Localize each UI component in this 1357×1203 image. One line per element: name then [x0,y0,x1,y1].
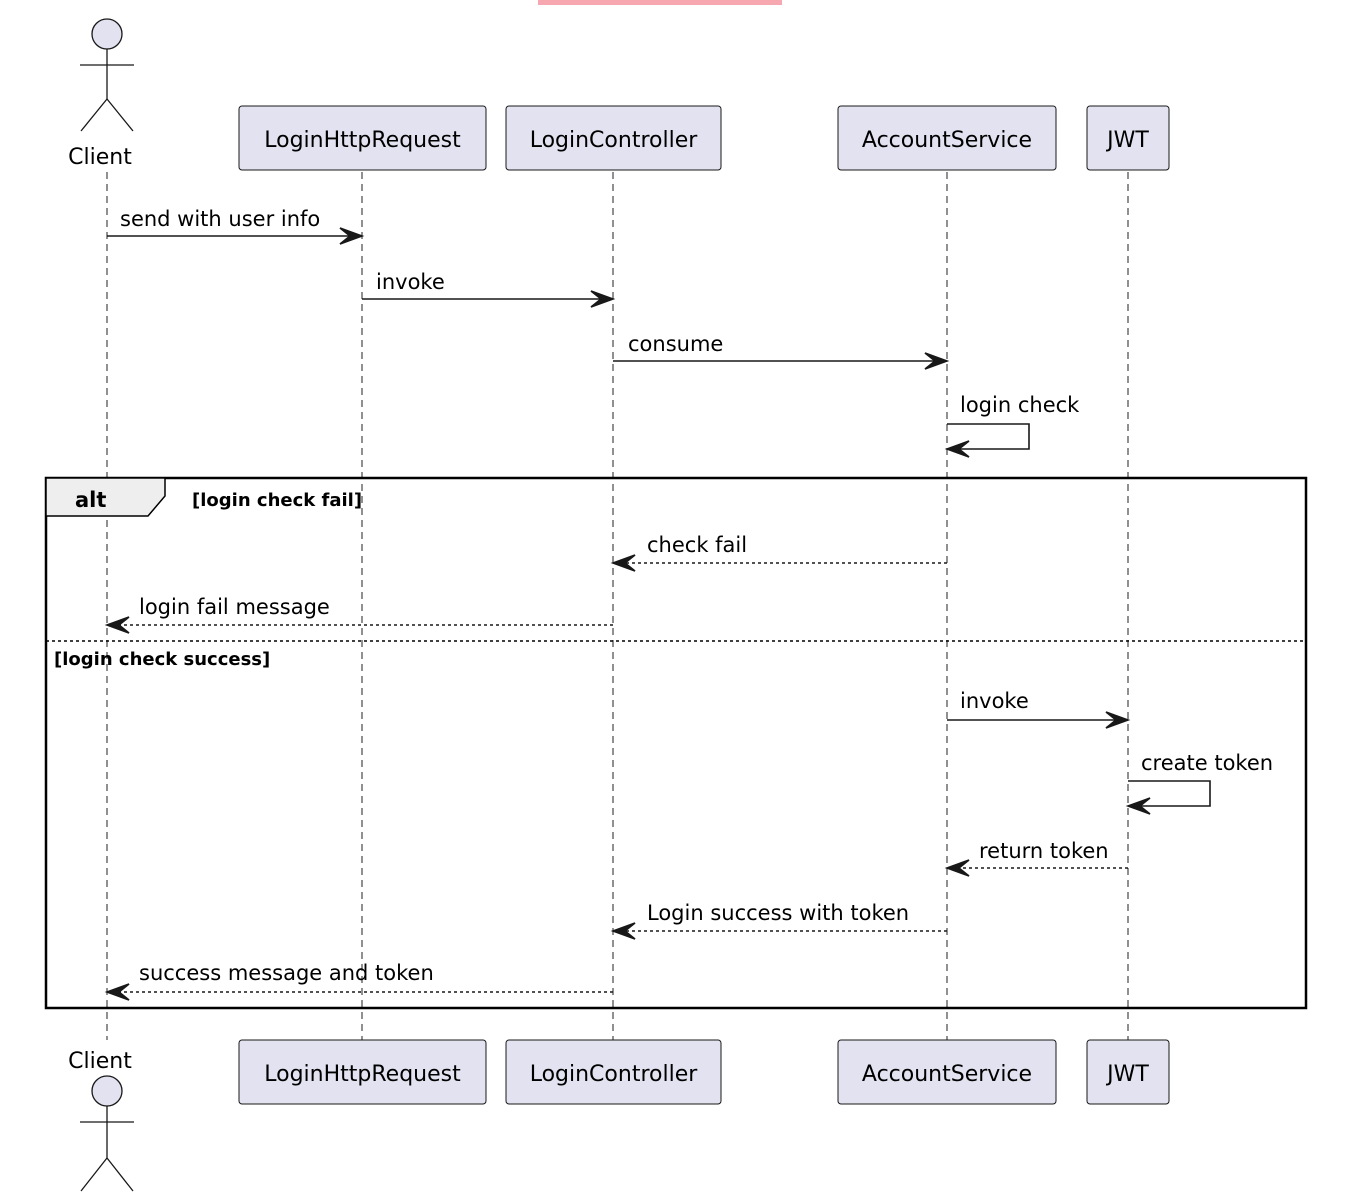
message-login-check: login check [944,393,1080,458]
message-check-fail: check fail [610,533,947,572]
participant-label: LoginHttpRequest [264,128,461,153]
alt-keyword: alt [75,488,106,512]
participant-accountservice-bottom: AccountService [837,1039,1057,1105]
participant-label: AccountService [862,128,1032,153]
participant-label: JWT [1105,1062,1149,1087]
message-label: success message and token [139,961,434,985]
participant-loginhttprequest-top: LoginHttpRequest [238,105,487,171]
message-label: send with user info [120,207,320,231]
message-label: invoke [376,270,445,294]
message-create-token: create token [1125,751,1273,815]
message-send-with-user-info: send with user info [107,207,365,245]
participant-label: JWT [1105,128,1149,153]
participant-client-bottom: Client [68,1049,134,1192]
message-label: Login success with token [647,901,909,925]
participant-label: Client [68,145,132,170]
participant-jwt-bottom: JWT [1086,1039,1170,1105]
message-label: return token [979,839,1109,863]
participant-label: AccountService [862,1062,1032,1087]
top-banner [538,0,782,5]
message-label: consume [628,332,723,356]
participant-logincontroller-top: LoginController [505,105,722,171]
participant-jwt-top: JWT [1086,105,1170,171]
participant-label: LoginController [530,1062,699,1087]
message-label: check fail [647,533,747,557]
participant-label: Client [68,1049,132,1074]
message-label: invoke [960,689,1029,713]
participant-logincontroller-bottom: LoginController [505,1039,722,1105]
participant-label: LoginHttpRequest [264,1062,461,1087]
participant-loginhttprequest-bottom: LoginHttpRequest [238,1039,487,1105]
participant-client-top: Client [68,18,134,170]
message-success-message: success message and token [104,961,613,1001]
message-label: login fail message [139,595,330,619]
participant-label: LoginController [530,128,699,153]
message-invoke-controller: invoke [362,270,616,308]
message-login-success: Login success with token [610,901,947,940]
message-consume: consume [613,332,950,370]
message-label: create token [1141,751,1273,775]
message-return-token: return token [944,839,1128,877]
alt-fragment: alt [login check fail] [login check succ… [44,476,1308,1010]
message-login-fail: login fail message [104,595,613,634]
participant-accountservice-top: AccountService [837,105,1057,171]
alt-guard-fail: [login check fail] [192,490,362,511]
alt-guard-success: [login check success] [54,649,270,670]
message-invoke-jwt: invoke [947,689,1131,729]
message-label: login check [960,393,1080,417]
